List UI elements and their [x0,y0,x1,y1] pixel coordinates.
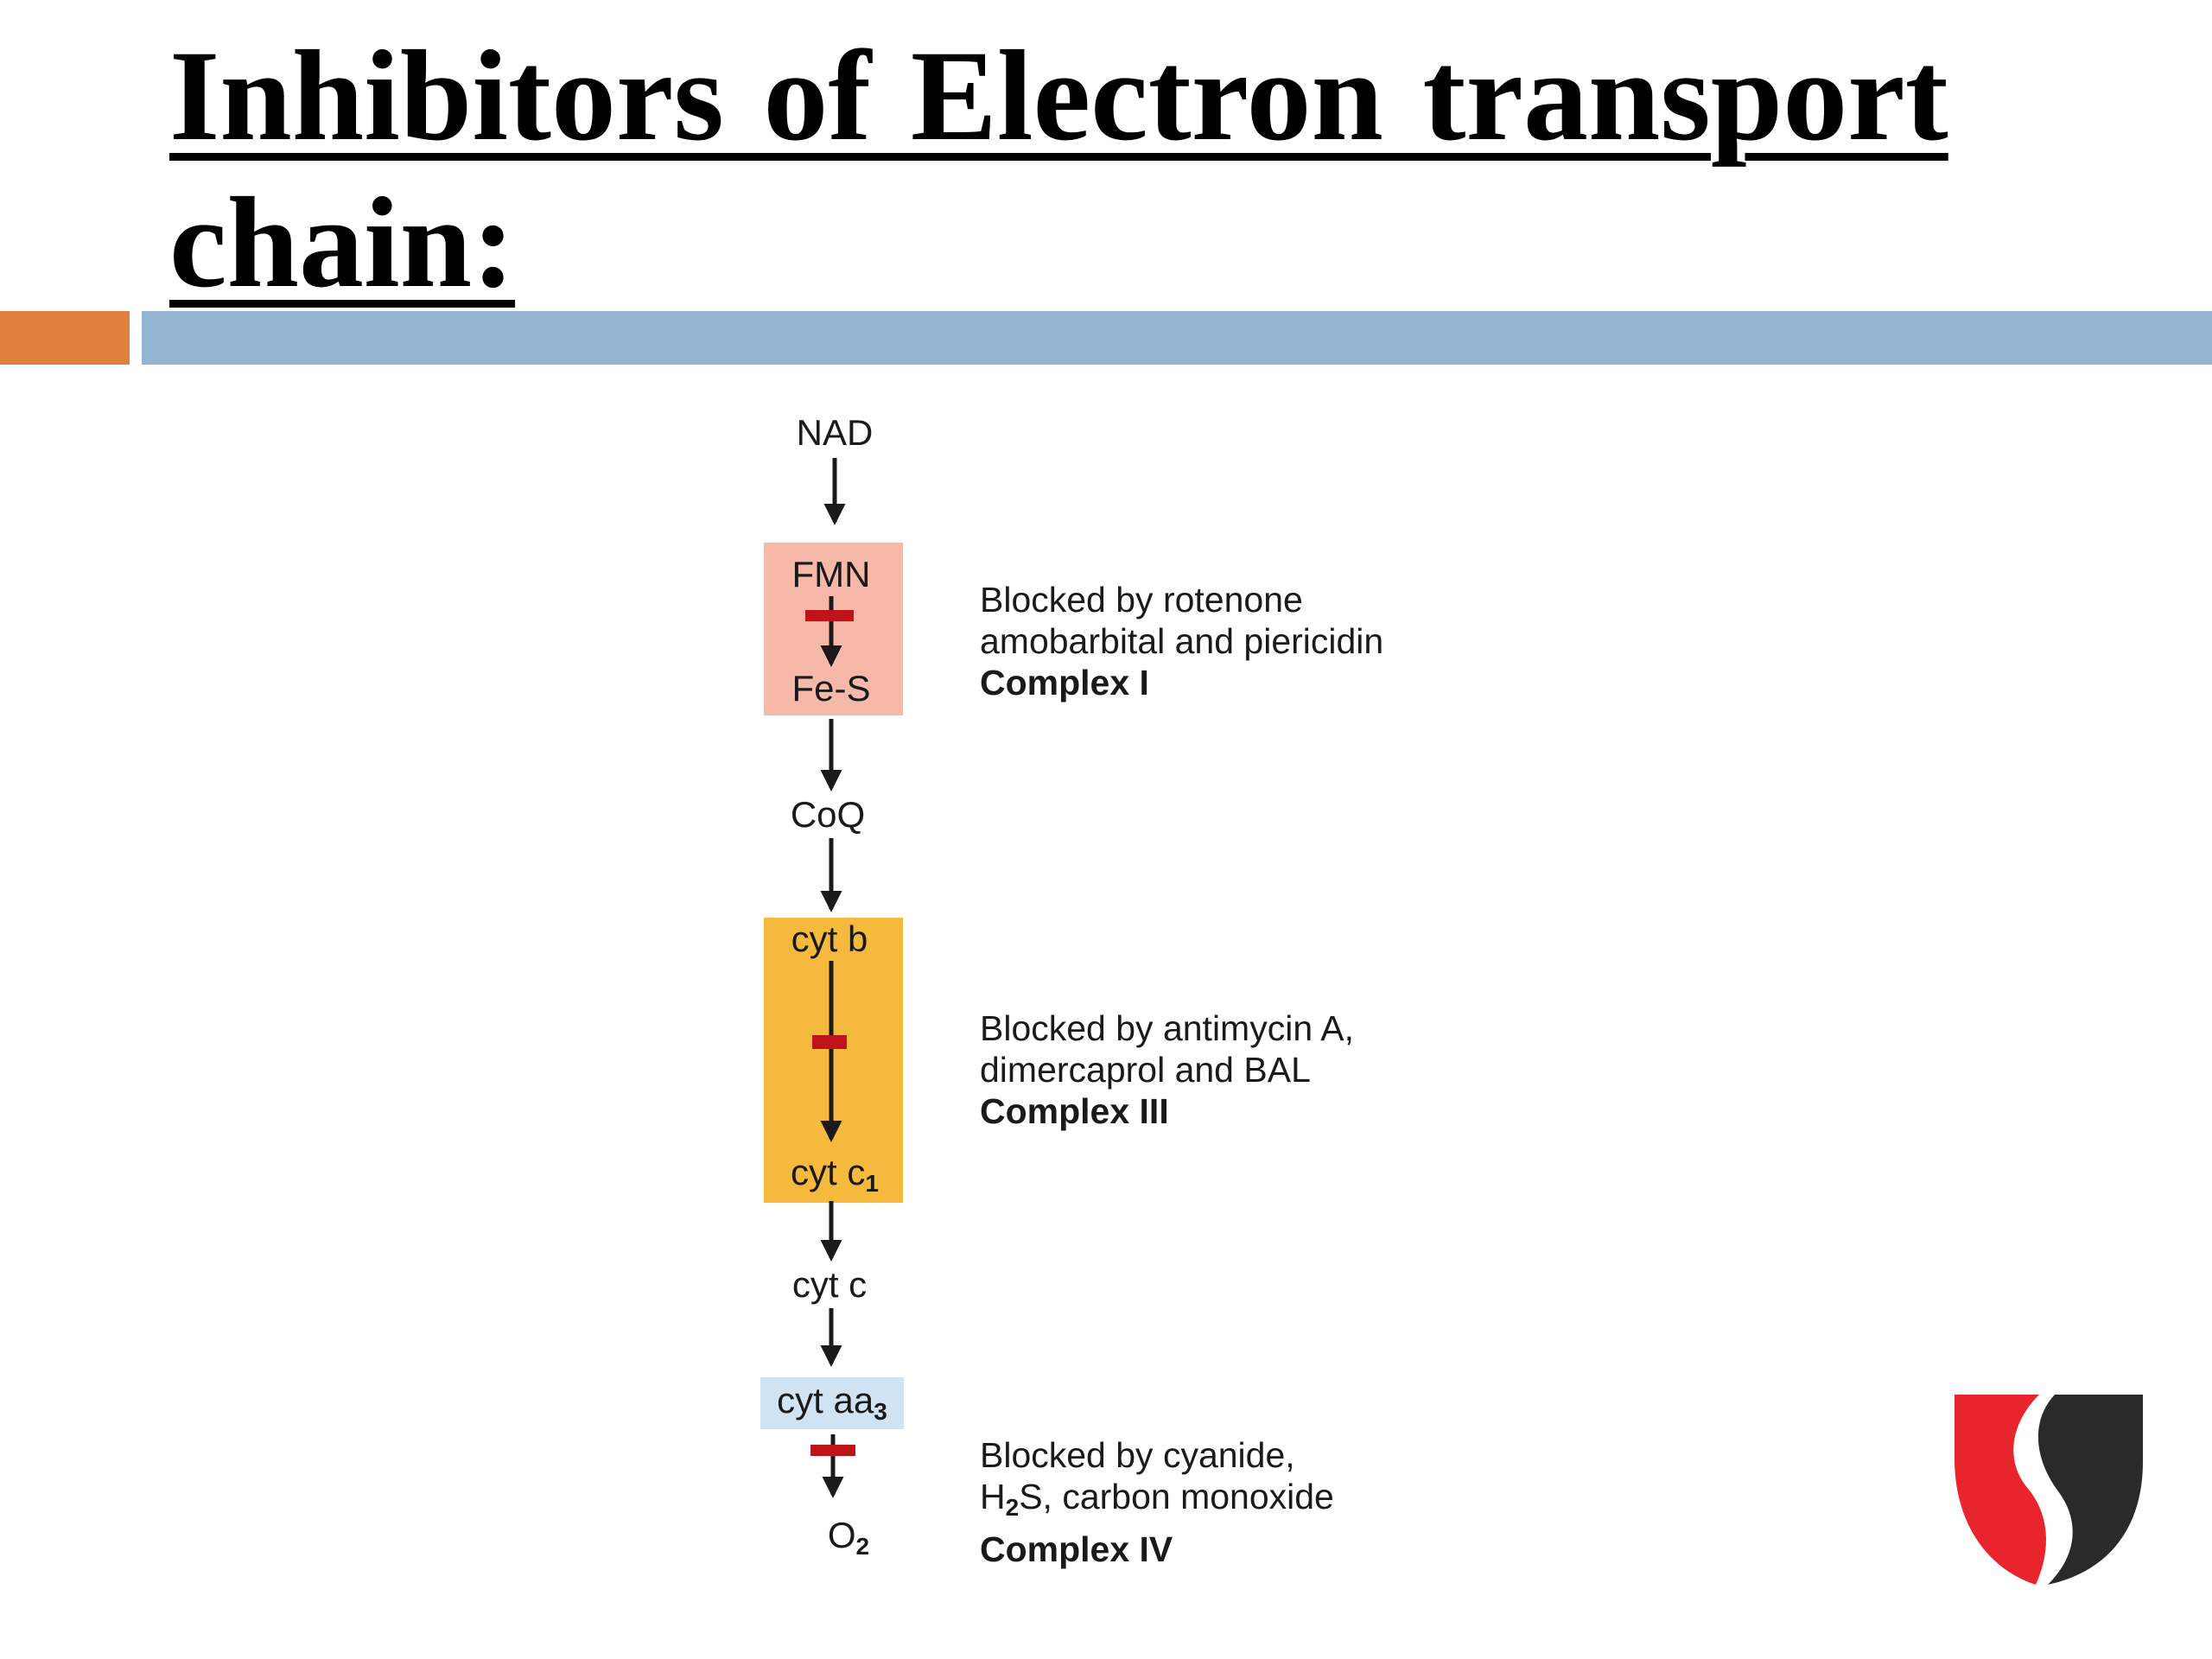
block-mark-complex-1 [805,610,854,621]
slide-title-line-2: chain: [169,171,516,315]
node-coq: CoQ [790,794,866,835]
node-cyt-aa3: cyt aa3 [777,1380,887,1425]
annotation-complex-4-label: Complex IV [980,1529,1173,1569]
block-mark-complex-3 [812,1035,847,1049]
annotation-complex-1-line2: amobarbital and piericidin [980,621,1384,661]
node-cyt-c: cyt c [791,1264,868,1305]
annotation-complex-4: Blocked by cyanide, H2S, carbon monoxide… [980,1434,1334,1570]
node-o2: O2 [827,1515,870,1560]
annotation-complex-1-label: Complex I [980,663,1149,702]
node-nad: NAD [796,412,874,453]
accent-bar-blue [142,311,2212,365]
annotation-complex-3-line1: Blocked by antimycin A, [980,1008,1354,1048]
annotation-complex-4-line2: H2S, carbon monoxide [980,1477,1334,1521]
annotation-complex-1-line1: Blocked by rotenone [980,580,1303,620]
annotation-complex-4-line1: Blocked by cyanide, [980,1435,1295,1475]
accent-bar-orange [0,311,130,365]
annotation-complex-3-label: Complex III [980,1091,1169,1131]
node-cyt-c1: cyt c1 [791,1152,879,1197]
annotation-complex-3-line2: dimercaprol and BAL [980,1050,1311,1090]
annotation-complex-1: Blocked by rotenone amobarbital and pier… [980,579,1383,703]
slide-title-line-1: Inhibitors of Electron transport [169,24,1948,168]
node-cyt-b: cyt b [791,918,868,959]
complex-4-box [760,1377,904,1429]
node-fmn: FMN [791,554,871,594]
annotation-complex-3: Blocked by antimycin A, dimercaprol and … [980,1007,1354,1132]
node-fe-s: Fe-S [791,668,871,709]
block-mark-complex-4 [810,1445,855,1456]
shield-s-logo-icon [1955,1395,2143,1585]
